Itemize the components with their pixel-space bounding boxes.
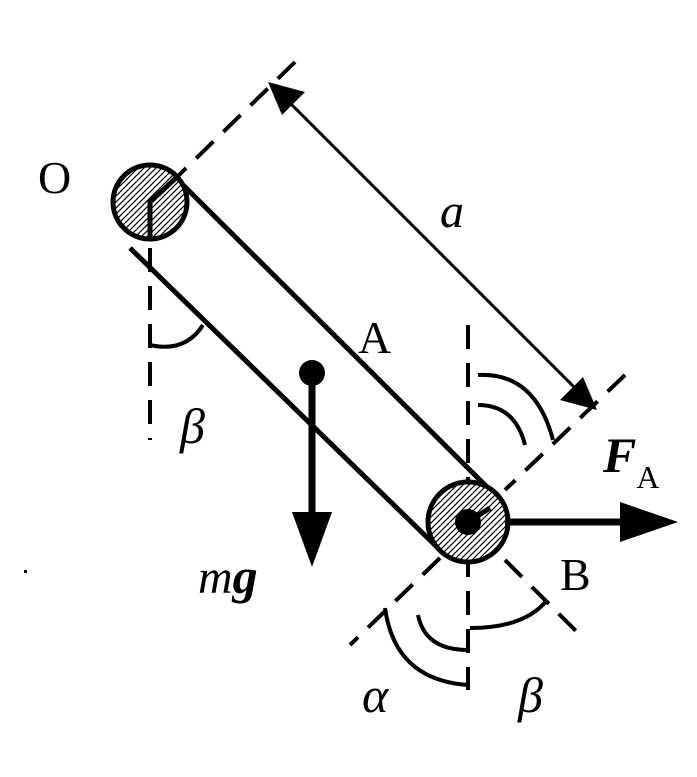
label-length-a: a [440, 185, 464, 238]
rod [128, 176, 492, 552]
label-weight-g: g [232, 548, 258, 604]
label-angle-beta-right: β [517, 667, 543, 723]
angle-marker-upper-right [477, 372, 555, 446]
dashed-line-perpendicular-upper [503, 373, 627, 492]
rod-upper-edge [174, 176, 492, 492]
angle-marker-alpha [383, 607, 469, 687]
length-dimension-arrow [268, 82, 597, 410]
dashed-line-top-extension [176, 60, 297, 178]
label-point-b: B [560, 549, 591, 600]
weight-vector [292, 360, 332, 567]
pivot-o [110, 162, 190, 242]
stray-mark [24, 570, 27, 573]
label-applied-force: FA [602, 427, 659, 495]
angle-marker-beta-left [149, 323, 205, 349]
label-point-a: A [358, 312, 391, 363]
dashed-construction-lines [148, 60, 627, 690]
rod-lower-edge [128, 246, 442, 552]
label-force-subscript: A [636, 459, 659, 495]
center-of-mass-dot [299, 360, 325, 386]
label-angle-alpha: α [362, 667, 390, 723]
label-weight: mg [198, 548, 258, 604]
dashed-line-diagonal-lower-left [348, 556, 442, 647]
label-angle-beta-left: β [179, 398, 205, 454]
label-pivot-o: O [38, 152, 71, 203]
label-weight-m: m [198, 551, 233, 604]
label-force-f: F [602, 427, 636, 483]
angle-marker-beta-right [469, 598, 549, 630]
applied-force-vector [505, 502, 678, 542]
pivot-b [425, 479, 511, 565]
